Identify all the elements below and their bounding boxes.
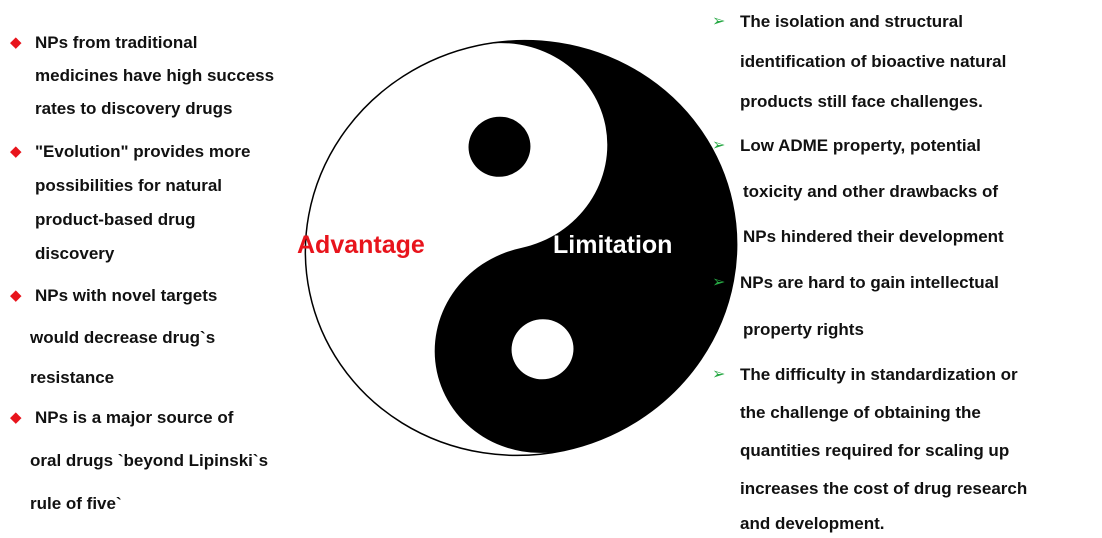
yin-yang-icon: [304, 39, 738, 457]
limitation-4-line-5: and development.: [740, 514, 885, 533]
limitation-3-line-1: NPs are hard to gain intellectual: [740, 273, 999, 292]
advantage-1-line-3: rates to discovery drugs: [35, 99, 233, 118]
limitation-1-line-2: identification of bioactive natural: [740, 52, 1007, 71]
advantage-3-line-3: resistance: [30, 368, 115, 387]
limitation-label: Limitation: [553, 231, 673, 259]
advantage-1-line-2: medicines have high success: [35, 66, 275, 85]
limitation-4-line-3: quantities required for scaling up: [740, 441, 1010, 460]
advantage-3-line-2: would decrease drug`s: [30, 328, 216, 347]
advantage-4-line-1: NPs is a major source of: [35, 408, 234, 427]
advantage-2-line-2: possibilities for natural: [35, 176, 223, 195]
yin-half: [434, 40, 737, 453]
advantage-2-line-1: "Evolution" provides more: [35, 142, 251, 161]
diamond-bullet-icon: ◆: [10, 143, 22, 160]
arrow-bullet-icon: ➢: [712, 274, 726, 291]
arrow-bullet-icon: ➢: [712, 137, 726, 154]
diamond-bullet-icon: ◆: [10, 409, 22, 426]
yang-dot: [511, 319, 574, 380]
arrow-bullet-icon: ➢: [712, 366, 726, 383]
advantage-3-line-1: NPs with novel targets: [35, 286, 218, 305]
diamond-bullet-icon: ◆: [10, 34, 22, 51]
advantage-1-line-1: NPs from traditional: [35, 33, 198, 52]
advantage-2-line-4: discovery: [35, 244, 115, 263]
advantage-2-line-3: product-based drug: [35, 210, 196, 229]
arrow-bullet-icon: ➢: [712, 13, 726, 30]
limitation-2-line-3: NPs hindered their development: [743, 227, 1004, 246]
advantage-4-line-3: rule of five`: [30, 494, 122, 513]
limitation-2-line-1: Low ADME property, potential: [740, 136, 981, 155]
advantage-label: Advantage: [297, 231, 425, 259]
yin-dot: [468, 116, 531, 177]
advantage-4-line-2: oral drugs `beyond Lipinski`s: [30, 451, 269, 470]
limitation-4-line-1: The difficulty in standardization or: [740, 365, 1018, 384]
diamond-bullet-icon: ◆: [10, 287, 22, 304]
limitation-4-line-2: the challenge of obtaining the: [740, 403, 981, 422]
limitation-1-line-1: The isolation and structural: [740, 12, 963, 31]
limitation-4-line-4: increases the cost of drug research: [740, 479, 1028, 498]
limitation-1-line-3: products still face challenges.: [740, 92, 983, 111]
limitation-2-line-2: toxicity and other drawbacks of: [743, 182, 999, 201]
limitation-3-line-2: property rights: [743, 320, 864, 339]
